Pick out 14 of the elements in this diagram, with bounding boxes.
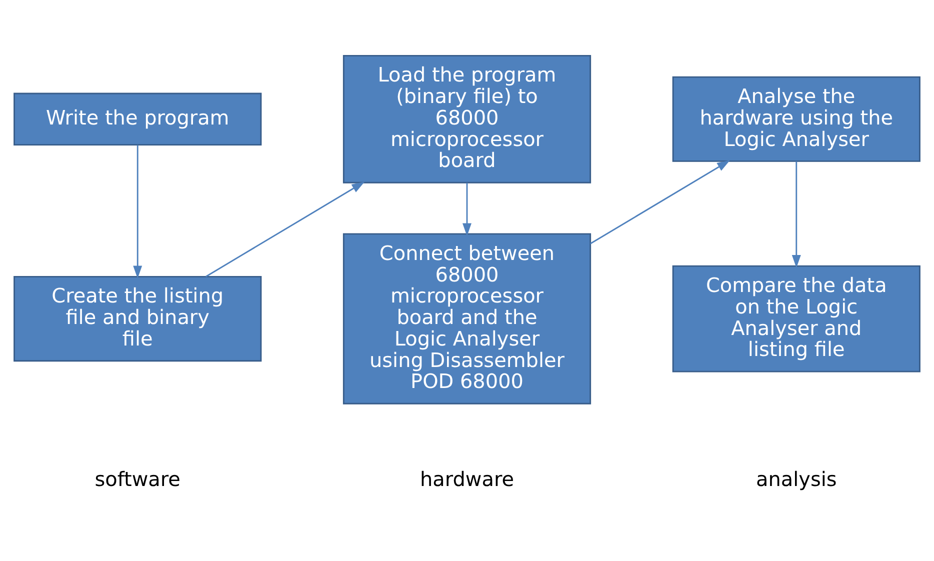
arrow bbox=[133, 144, 142, 278]
label: hardware bbox=[420, 466, 514, 490]
arrow bbox=[590, 160, 730, 244]
arrow bbox=[462, 182, 472, 236]
label: software bbox=[94, 466, 180, 490]
node-box: Analyse the hardware using the Logic Analyser bbox=[672, 76, 920, 162]
node-box: Create the listing file and binary file bbox=[14, 276, 262, 362]
node-box: Write the program bbox=[14, 92, 262, 146]
node-box: Connect between 68000 microprocessor board and the Logic Analyser using Disassembler POD 68000 bbox=[342, 232, 592, 404]
node-box: Compare the data on the Logic Analyser and listing file bbox=[672, 264, 920, 372]
arrow bbox=[205, 181, 365, 277]
arrow bbox=[792, 160, 801, 268]
label: analysis bbox=[756, 466, 837, 490]
node-box: Load the program (binary file) to 68000 microprocessor board bbox=[342, 54, 592, 183]
